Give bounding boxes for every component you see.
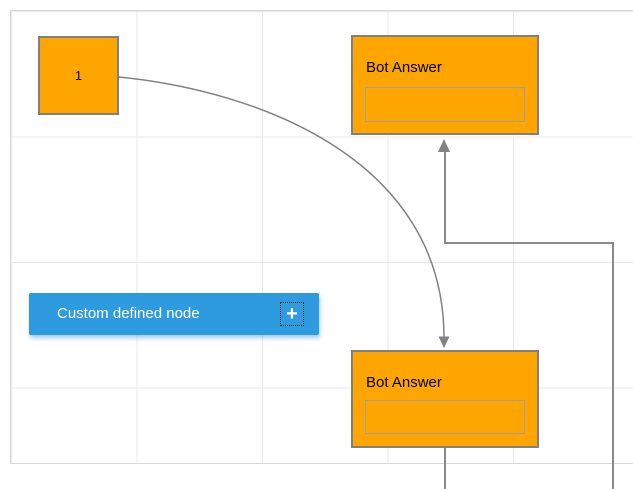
plus-icon: + bbox=[286, 303, 298, 325]
node-label: Bot Answer bbox=[366, 374, 442, 391]
arrowhead-down-icon bbox=[438, 336, 450, 348]
node-label: Bot Answer bbox=[366, 59, 442, 76]
connector-bezier[interactable] bbox=[118, 76, 445, 339]
node-source-label: 1 bbox=[74, 68, 83, 83]
node-custom-defined[interactable]: Custom defined node + bbox=[29, 293, 319, 335]
connector-orthogonal[interactable] bbox=[444, 152, 614, 489]
node-label: Custom defined node bbox=[57, 305, 200, 322]
node-source[interactable]: 1 bbox=[38, 36, 119, 115]
bot-answer-input[interactable] bbox=[365, 87, 525, 122]
node-bot-answer-top[interactable]: Bot Answer bbox=[351, 35, 539, 135]
add-node-icon[interactable]: + bbox=[280, 302, 304, 326]
node-bot-answer-bottom[interactable]: Bot Answer bbox=[351, 350, 539, 448]
bot-answer-input[interactable] bbox=[365, 400, 525, 434]
arrowhead-up-icon bbox=[438, 139, 450, 152]
